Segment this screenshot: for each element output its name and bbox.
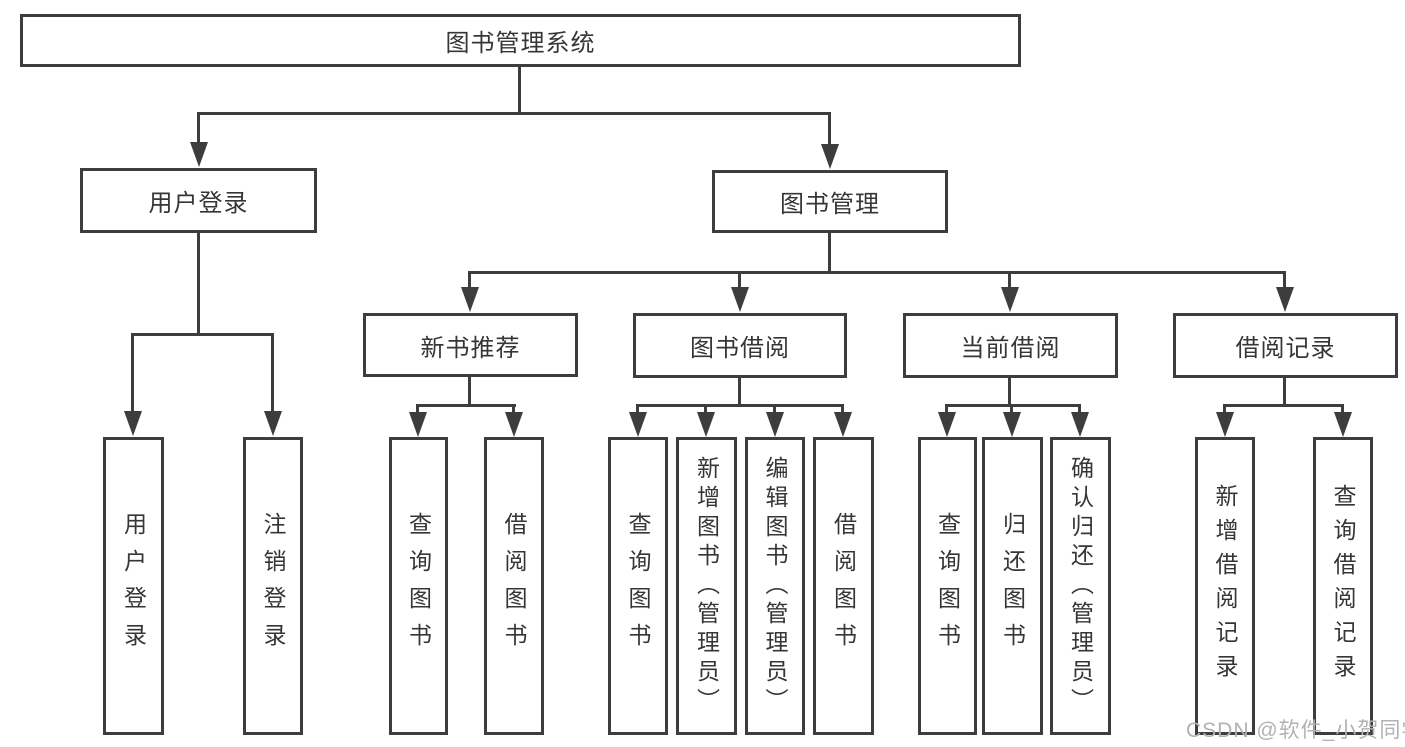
connector-stem-user-login xyxy=(197,112,200,143)
connector-stem-leaf xyxy=(512,404,515,415)
connector-user-login-split xyxy=(131,333,274,336)
leaf-query-books-recommend: 查询图书 xyxy=(389,437,448,735)
connector-stem-new-books xyxy=(468,271,471,290)
leaf-query-books-borrowing: 查询图书 xyxy=(608,437,668,735)
connector-book-borrow-down xyxy=(738,378,741,407)
leaf-add-book-admin: 新增图书（管理员） xyxy=(676,437,737,735)
connector-book-mgmt-down xyxy=(828,233,831,274)
arrowhead-down-icon xyxy=(766,412,784,437)
connector-current-borrow-down xyxy=(1008,378,1011,407)
connector-stem-leaf xyxy=(416,404,419,415)
node-new-book-recommend: 新书推荐 xyxy=(363,313,578,377)
arrowhead-down-icon xyxy=(1276,287,1294,312)
connector-level1-split xyxy=(197,112,831,115)
connector-book-borrow-split xyxy=(636,404,844,407)
arrowhead-down-icon xyxy=(731,287,749,312)
csdn-watermark: CSDN @软件_小贺同学 xyxy=(1186,719,1405,742)
connector-stem-leaf xyxy=(773,404,776,415)
arrowhead-down-icon xyxy=(409,412,427,437)
arrowhead-down-icon xyxy=(264,411,282,436)
arrowhead-down-icon xyxy=(1001,287,1019,312)
arrowhead-down-icon xyxy=(461,287,479,312)
leaf-confirm-return-admin: 确认归还（管理员） xyxy=(1050,437,1111,735)
arrowhead-down-icon xyxy=(1071,412,1089,437)
leaf-edit-book-admin: 编辑图书（管理员） xyxy=(745,437,805,735)
connector-user-login-down xyxy=(197,233,200,336)
connector-stem-leaf xyxy=(1010,404,1013,415)
leaf-query-borrow-record: 查询借阅记录 xyxy=(1313,437,1373,735)
node-user-login: 用户登录 xyxy=(80,168,317,233)
connector-book-mgmt-split xyxy=(468,271,1286,274)
connector-stem-leaf xyxy=(1078,404,1081,415)
connector-borrow-records-down xyxy=(1283,378,1286,407)
arrowhead-down-icon xyxy=(1003,412,1021,437)
connector-stem-leaf xyxy=(1223,404,1226,415)
arrowhead-down-icon xyxy=(938,412,956,437)
arrowhead-down-icon xyxy=(697,412,715,437)
connector-stem-book-borrow xyxy=(738,271,741,290)
connector-stem-leaf xyxy=(841,404,844,415)
node-book-borrowing: 图书借阅 xyxy=(633,313,847,378)
leaf-query-books-current: 查询图书 xyxy=(918,437,977,735)
connector-stem-leaf xyxy=(945,404,948,415)
leaf-borrow-books-recommend: 借阅图书 xyxy=(484,437,544,735)
leaf-return-book: 归还图书 xyxy=(982,437,1043,735)
leaf-logout: 注销登录 xyxy=(243,437,303,735)
node-root: 图书管理系统 xyxy=(20,14,1021,67)
connector-stem-user-login-leaf xyxy=(131,333,134,412)
node-borrowing-records: 借阅记录 xyxy=(1173,313,1398,378)
arrowhead-down-icon xyxy=(505,412,523,437)
arrowhead-down-icon xyxy=(834,412,852,437)
leaf-borrow-books: 借阅图书 xyxy=(813,437,874,735)
arrowhead-down-icon xyxy=(1334,412,1352,437)
connector-current-borrow-split xyxy=(945,404,1081,407)
connector-stem-current-borrow xyxy=(1008,271,1011,290)
connector-borrow-records-split xyxy=(1223,404,1344,407)
arrowhead-down-icon xyxy=(124,411,142,436)
connector-stem-leaf xyxy=(636,404,639,415)
arrowhead-down-icon xyxy=(1216,412,1234,437)
node-current-borrowing: 当前借阅 xyxy=(903,313,1118,378)
connector-stem-book-mgmt xyxy=(828,112,831,145)
connector-stem-leaf xyxy=(1341,404,1344,415)
connector-stem-leaf xyxy=(704,404,707,415)
connector-stem-borrow-records xyxy=(1283,271,1286,290)
connector-new-books-down xyxy=(468,377,471,407)
node-book-management: 图书管理 xyxy=(712,170,948,233)
arrowhead-down-icon xyxy=(821,144,839,169)
arrowhead-down-icon xyxy=(629,412,647,437)
arrowhead-down-icon xyxy=(190,142,208,167)
leaf-user-login: 用户登录 xyxy=(103,437,164,735)
connector-new-books-split xyxy=(416,404,516,407)
connector-trunk xyxy=(518,66,521,114)
connector-stem-logout-leaf xyxy=(271,333,274,412)
leaf-add-borrow-record: 新增借阅记录 xyxy=(1195,437,1255,735)
